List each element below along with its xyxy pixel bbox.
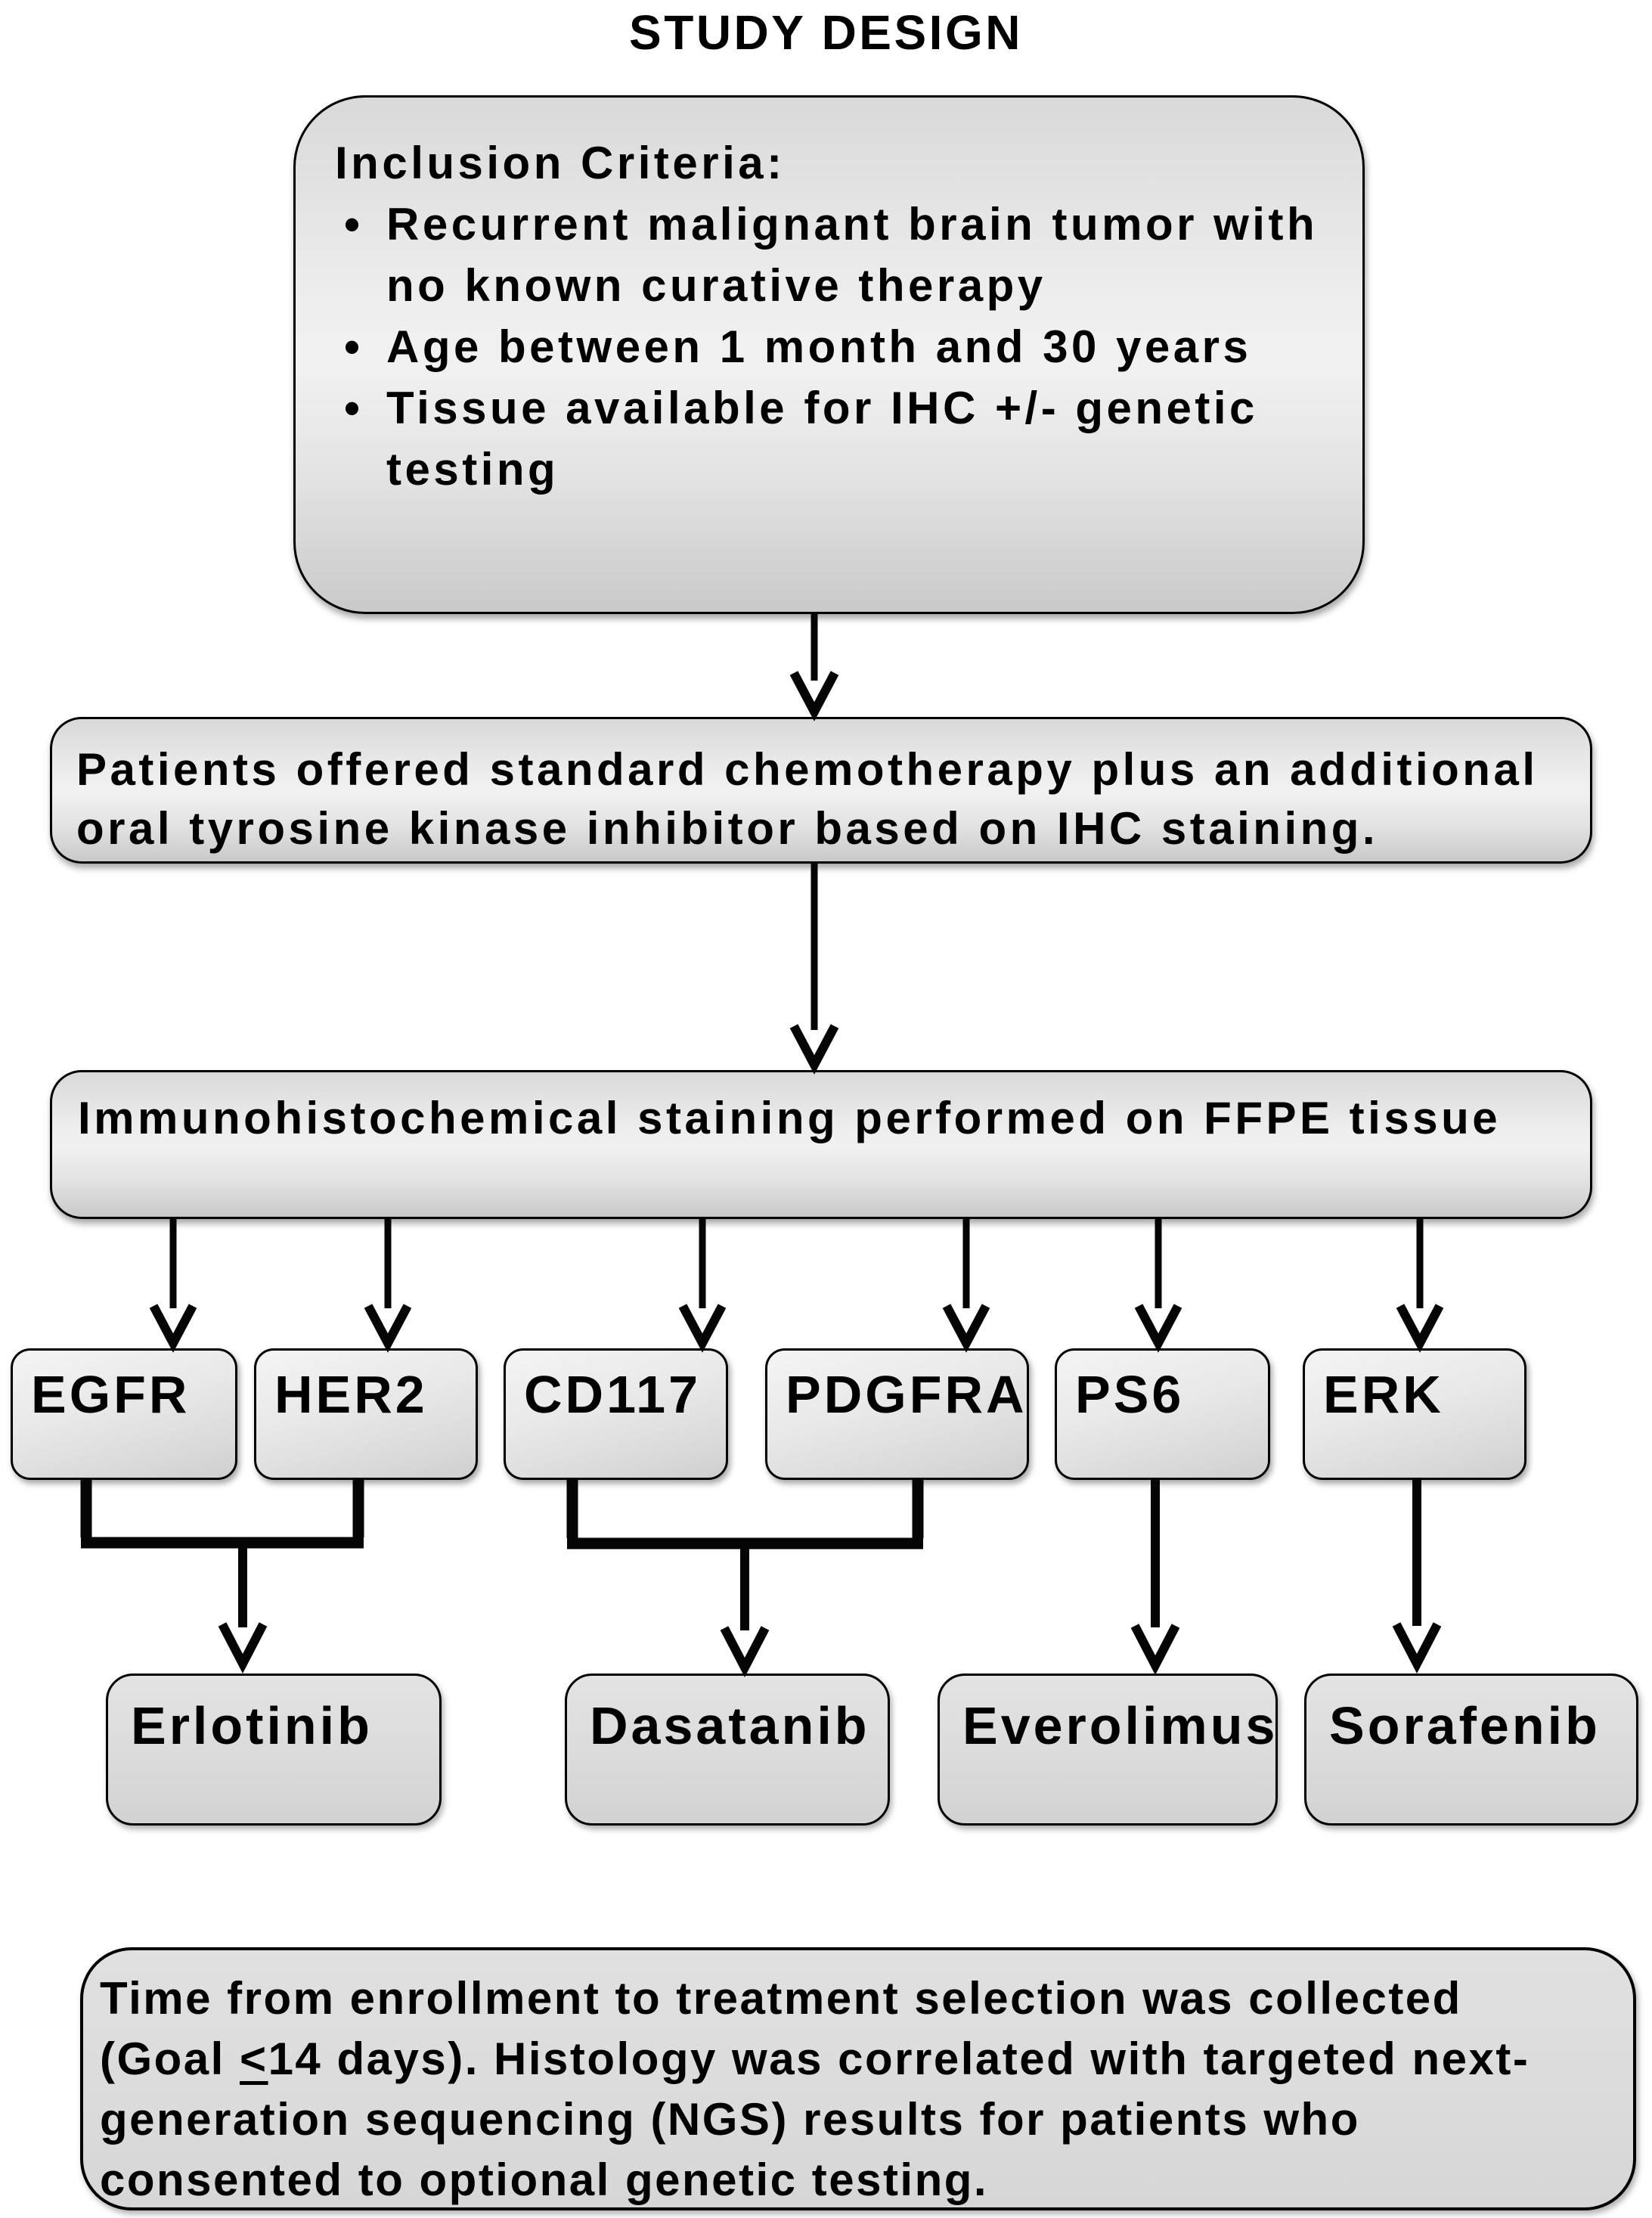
arrow-ihc-to-erk: [1396, 1219, 1444, 1353]
marker-label: EGFR: [31, 1365, 191, 1424]
bullet-text: Recurrent malignant brain tumor with no …: [386, 199, 1319, 311]
marker-label: HER2: [274, 1365, 428, 1424]
arrow-head-icon: [1134, 1304, 1182, 1353]
arrow-head-icon: [789, 1024, 839, 1075]
drug-label: Sorafenib: [1329, 1696, 1601, 1755]
arrow-ps6-to-everolimus: [1130, 1480, 1180, 1676]
connector-elbow: [566, 1480, 924, 1549]
arrow-head-icon: [720, 1626, 770, 1678]
drug-box-sorafenib: Sorafenib: [1304, 1674, 1638, 1826]
arrow-head-icon: [1392, 1622, 1442, 1674]
arrow-ihc-to-ps6: [1134, 1219, 1182, 1353]
bullet-text: Tissue available for IHC +/- genetic tes…: [386, 383, 1258, 495]
marker-box-egfr: EGFR: [11, 1348, 237, 1480]
arrow-erk-to-sorafenib: [1392, 1480, 1442, 1674]
bullet-icon: •: [344, 321, 364, 372]
bullet-item: • Tissue available for IHC +/- genetic t…: [335, 377, 1332, 500]
summary-line2-pre: (Goal: [100, 2033, 240, 2084]
arrow-head-icon: [364, 1304, 412, 1353]
connector-elbow: [80, 1480, 364, 1549]
drug-box-dasatanib: Dasatanib: [565, 1674, 890, 1826]
arrow-ihc-to-her2: [364, 1219, 412, 1353]
marker-box-pdgfra: PDGFRA: [765, 1348, 1029, 1480]
arrow-head-icon: [1130, 1624, 1180, 1676]
arrow-inclusion-to-chemo: [789, 614, 839, 721]
inclusion-criteria-box: Inclusion Criteria: • Recurrent malignan…: [293, 95, 1365, 614]
bullet-icon: •: [344, 199, 364, 250]
connector-cd117-pdgfra-to-dasatanib: [566, 1480, 924, 1678]
summary-line: consented to optional genetic testing.: [100, 2154, 989, 2205]
marker-label: PS6: [1075, 1365, 1185, 1424]
arrow-head-icon: [678, 1304, 727, 1353]
arrow-head-icon: [942, 1304, 990, 1353]
drug-label: Erlotinib: [131, 1696, 373, 1755]
marker-label: CD117: [524, 1365, 702, 1424]
summary-line2-post: 14 days). Histology was correlated with …: [268, 2033, 1530, 2084]
arrow-ihc-to-cd117: [678, 1219, 727, 1353]
ihc-staining-text: Immunohistochemical staining performed o…: [78, 1093, 1502, 1143]
drug-box-erlotinib: Erlotinib: [106, 1674, 442, 1826]
drug-label: Everolimus: [962, 1696, 1279, 1755]
summary-line: (Goal <14 days). Histology was correlate…: [100, 2029, 1633, 2089]
marker-box-cd117: CD117: [504, 1348, 728, 1480]
arrow-head-icon: [218, 1622, 268, 1674]
arrow-ihc-to-pdgfra: [942, 1219, 990, 1353]
marker-label: PDGFRA: [786, 1365, 1027, 1424]
bullet-item: • Recurrent malignant brain tumor with n…: [335, 194, 1332, 316]
connector-egfr-her2-to-erlotinib: [80, 1480, 364, 1674]
summary-line: generation sequencing (NGS) results for …: [100, 2094, 1360, 2145]
drug-label: Dasatanib: [590, 1696, 870, 1755]
less-than-or-equal-symbol: <: [240, 2033, 268, 2084]
inclusion-heading: Inclusion Criteria:: [335, 138, 786, 188]
page-title: STUDY DESIGN: [629, 5, 1023, 60]
bullet-item: • Age between 1 month and 30 years: [335, 316, 1332, 377]
marker-box-erk: ERK: [1303, 1348, 1526, 1480]
arrow-chemo-to-ihc: [789, 864, 839, 1075]
bullet-icon: •: [344, 383, 364, 433]
marker-box-ps6: PS6: [1055, 1348, 1270, 1480]
marker-label: ERK: [1323, 1365, 1444, 1424]
arrow-head-icon: [789, 671, 839, 721]
bullet-text: Age between 1 month and 30 years: [386, 321, 1252, 372]
arrow-ihc-to-egfr: [149, 1219, 197, 1353]
summary-box: Time from enrollment to treatment select…: [80, 1947, 1636, 2210]
chemotherapy-box: Patients offered standard chemotherapy p…: [50, 717, 1592, 864]
summary-line: Time from enrollment to treatment select…: [100, 1973, 1462, 2024]
ihc-staining-box: Immunohistochemical staining performed o…: [50, 1070, 1592, 1219]
chemotherapy-text: Patients offered standard chemotherapy p…: [76, 744, 1539, 854]
drug-box-everolimus: Everolimus: [938, 1674, 1278, 1826]
arrow-head-icon: [149, 1304, 197, 1353]
arrow-head-icon: [1396, 1304, 1444, 1353]
marker-box-her2: HER2: [254, 1348, 478, 1480]
